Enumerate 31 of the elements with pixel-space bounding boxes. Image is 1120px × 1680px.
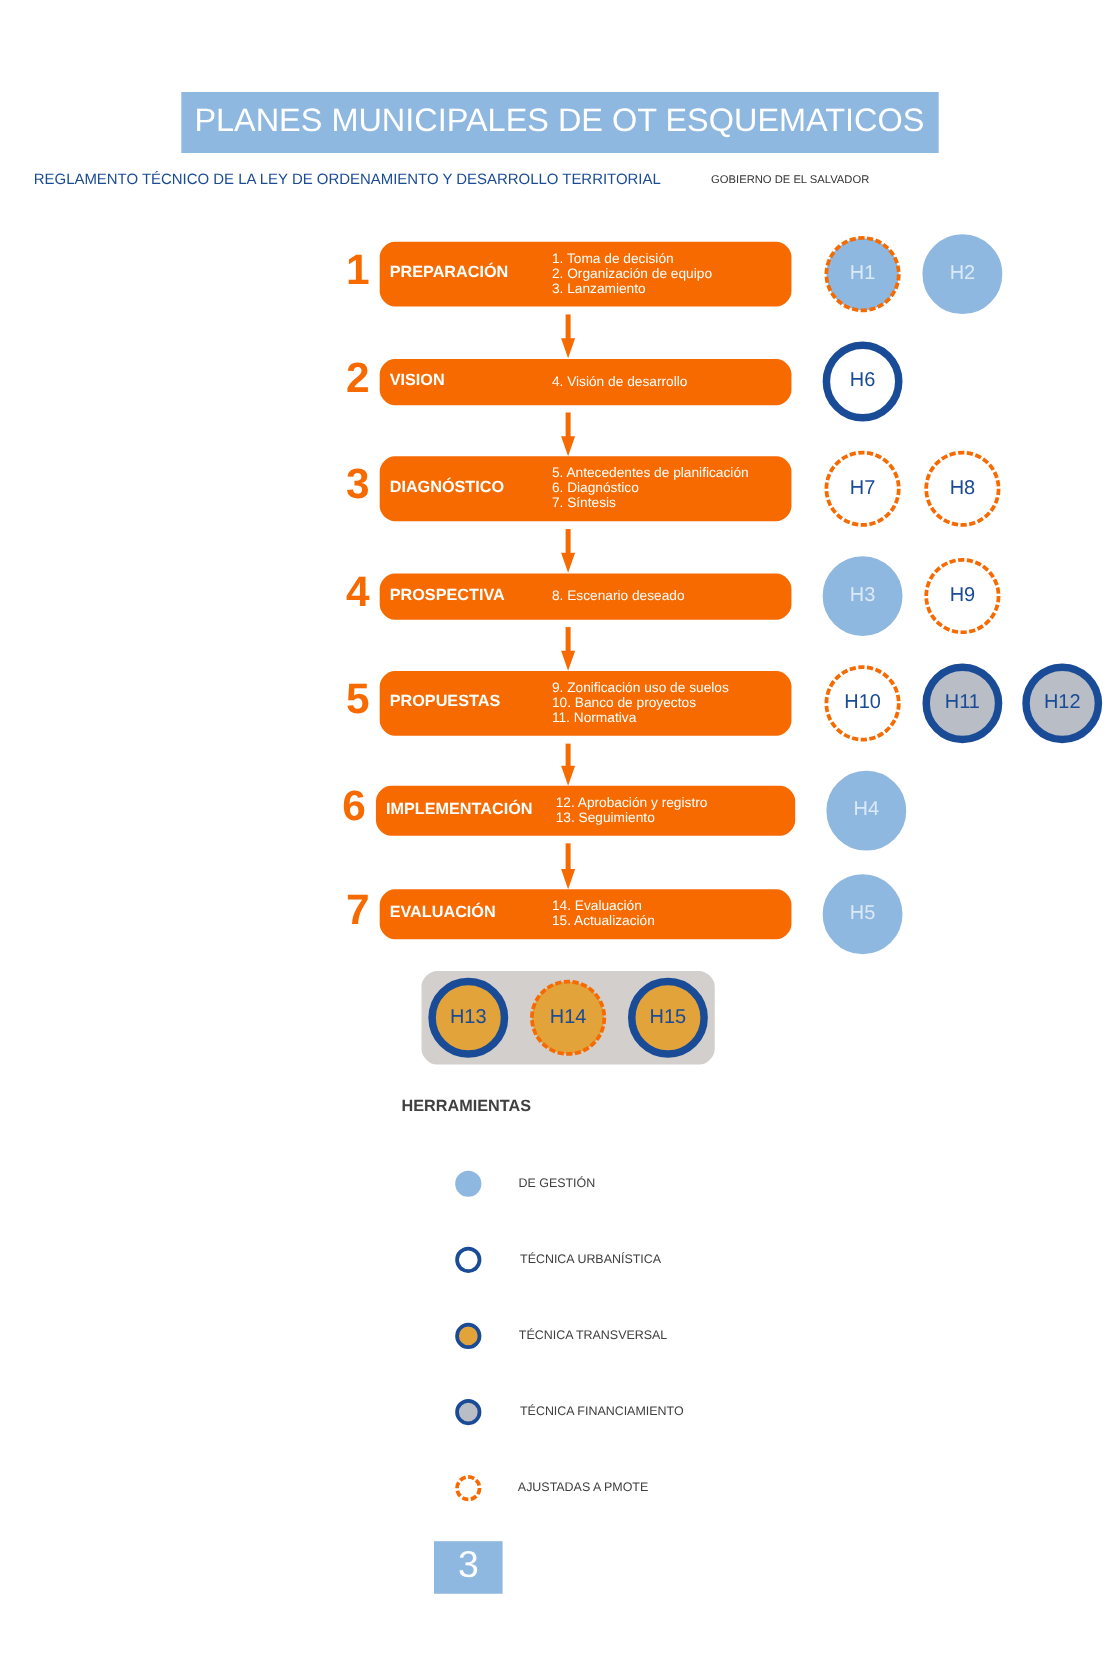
node-label: 4 <box>346 570 370 617</box>
arrow <box>561 743 576 786</box>
node-label: 2 <box>346 355 370 402</box>
node-circle: H1 <box>824 236 901 313</box>
node-circle: H13 <box>428 977 509 1058</box>
node-circle: H10 <box>824 665 901 742</box>
node-circle: H5 <box>822 874 903 955</box>
node-label: 6 <box>342 784 366 831</box>
node-circle: H2 <box>922 234 1003 315</box>
arrow <box>561 843 576 890</box>
node-circle: H8 <box>924 450 1001 527</box>
node-label: 3 <box>346 462 370 509</box>
arrow <box>561 412 576 457</box>
node-label: 7 <box>346 887 370 934</box>
node-circle: H15 <box>628 977 708 1058</box>
node-circle: H9 <box>924 558 1001 635</box>
diagram-title: PLANES MUNICIPALES DE OT ESQUEMATICOS <box>194 103 925 140</box>
node-circle: H11 <box>922 663 1003 744</box>
arrow <box>561 529 576 573</box>
node-label: 1 <box>346 247 370 294</box>
node-label: 5 <box>346 676 370 723</box>
cluster <box>421 971 715 1065</box>
node-circle: H14 <box>530 979 607 1056</box>
arrow <box>561 314 576 359</box>
arrow <box>561 627 576 671</box>
node-circle: H6 <box>822 341 903 422</box>
node-circle: H3 <box>822 556 903 636</box>
node-circle: H4 <box>826 770 907 851</box>
label: 3 <box>457 1542 479 1585</box>
node-circle: H12 <box>1022 663 1103 744</box>
node-circle: H7 <box>824 450 901 527</box>
